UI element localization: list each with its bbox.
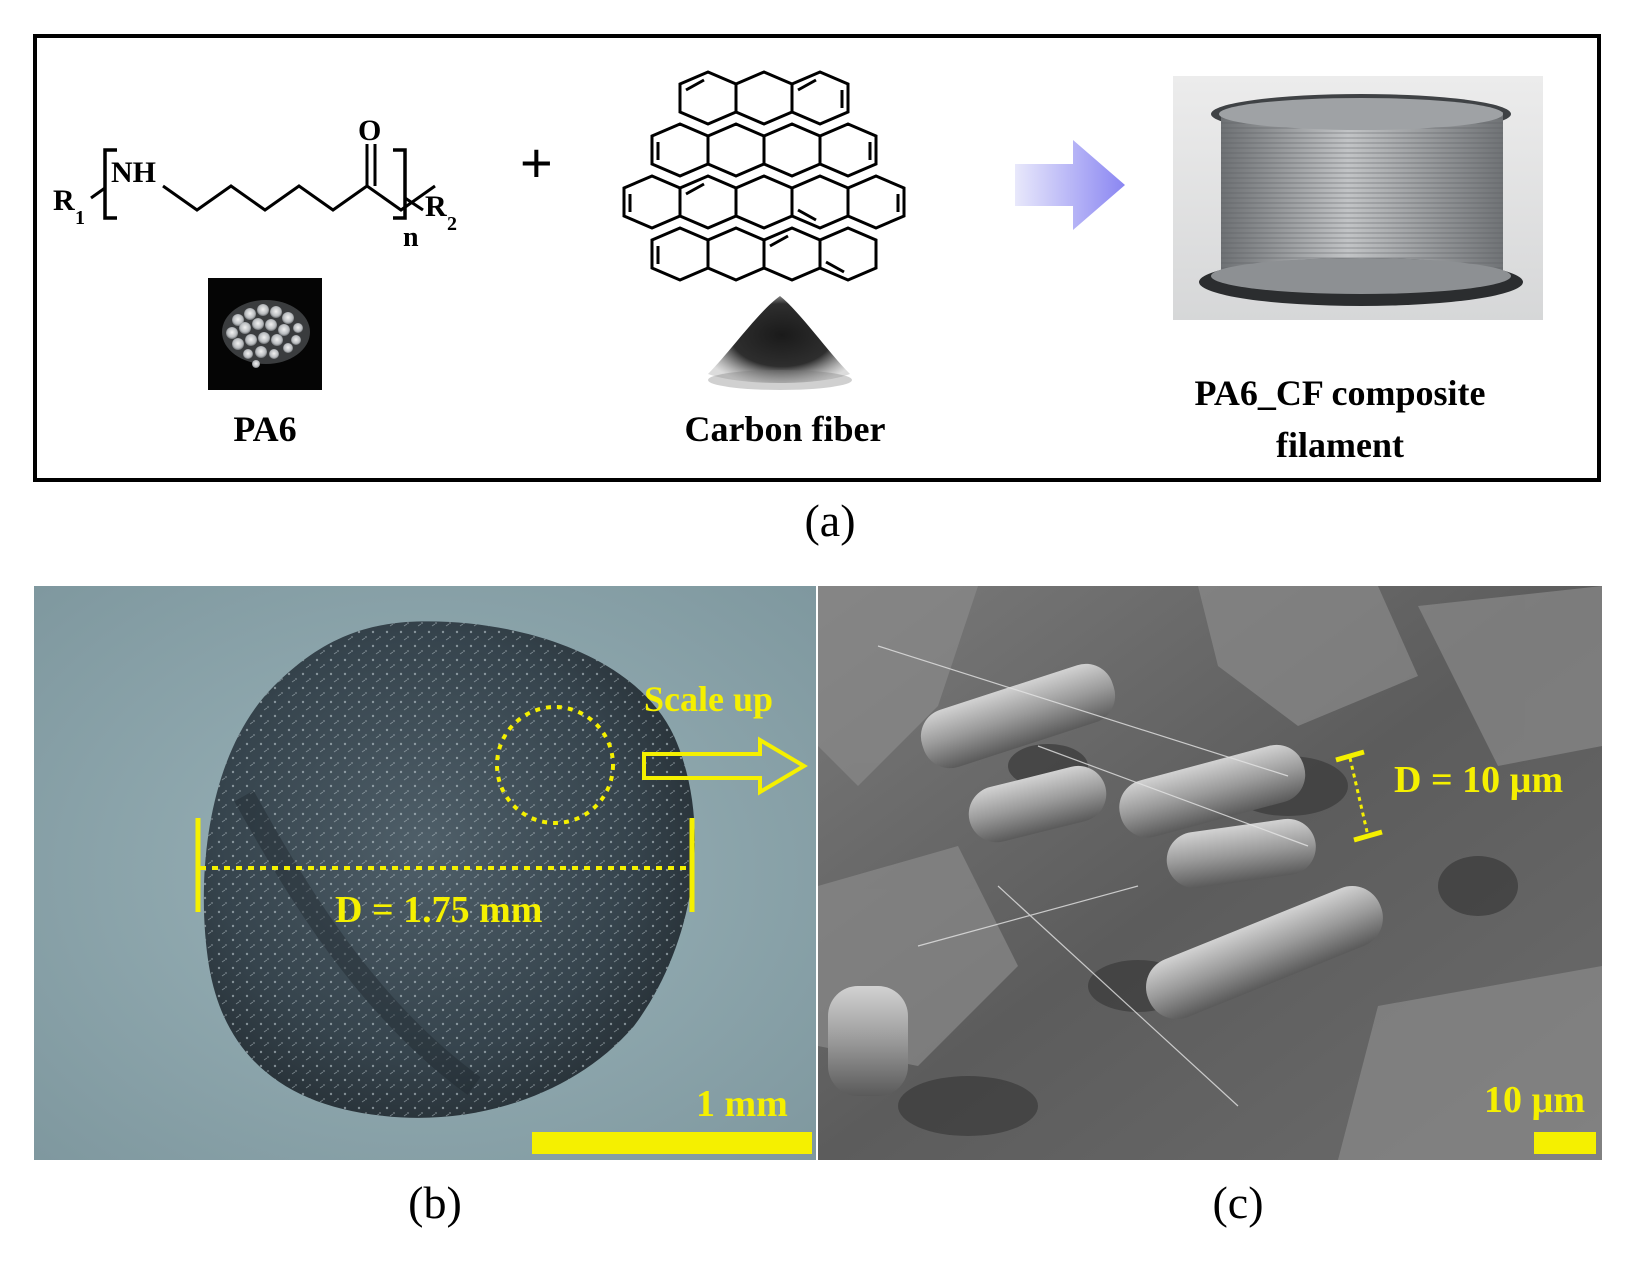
panel-c-scale-bar-label: 10 µm — [1484, 1079, 1586, 1121]
panel-c-diameter-label: D = 10 µm — [1394, 759, 1564, 801]
panel-c-label: (c) — [1212, 1177, 1264, 1228]
plus-sign: + — [520, 131, 553, 194]
panel-c-diameter-markers — [1335, 749, 1383, 843]
process-arrow — [1015, 140, 1125, 230]
carbon-fiber-caption: Carbon fiber — [684, 409, 886, 449]
panel-c-sem-image — [818, 586, 1602, 1160]
r1-subscript: 1 — [75, 207, 85, 229]
filament-caption-line2: filament — [1276, 425, 1404, 465]
diameter-measurement-lines — [195, 818, 695, 912]
carbon-fiber-powder-photo — [700, 282, 858, 400]
left-bracket — [103, 148, 117, 220]
panel-a-frame — [33, 34, 1601, 482]
pa6-pellets-photo — [208, 278, 322, 390]
panel-b-scale-bar — [532, 1132, 812, 1154]
filament-caption-line1: PA6_CF composite — [1194, 373, 1486, 413]
right-bracket — [393, 148, 407, 220]
panel-b-scale-bar-label: 1 mm — [696, 1083, 788, 1125]
r2-subscript: 2 — [447, 213, 457, 235]
panel-b-optical-image — [34, 586, 816, 1160]
methylene-chain — [162, 184, 436, 212]
r2-symbol: R — [425, 190, 447, 223]
panel-a-label: (a) — [804, 495, 856, 546]
panel-b-label: (b) — [408, 1177, 462, 1228]
repeat-n: n — [403, 222, 419, 253]
magnified-region-circle — [495, 705, 615, 825]
oxygen-atom: O — [358, 114, 381, 147]
panel-c-scale-bar — [1534, 1132, 1596, 1154]
panel-b-diameter-label: D = 1.75 mm — [335, 889, 543, 931]
scale-up-label: Scale up — [644, 679, 774, 719]
nh-group: NH — [111, 156, 156, 189]
pa6-structure-diagram: R 1 NH O n R 2 — [53, 114, 457, 253]
scale-up-arrow — [642, 736, 808, 796]
carbon-fiber-structure-diagram — [622, 70, 906, 282]
r1-symbol: R — [53, 184, 75, 217]
filament-spool-photo — [1173, 76, 1543, 320]
pa6-caption: PA6 — [233, 409, 297, 449]
